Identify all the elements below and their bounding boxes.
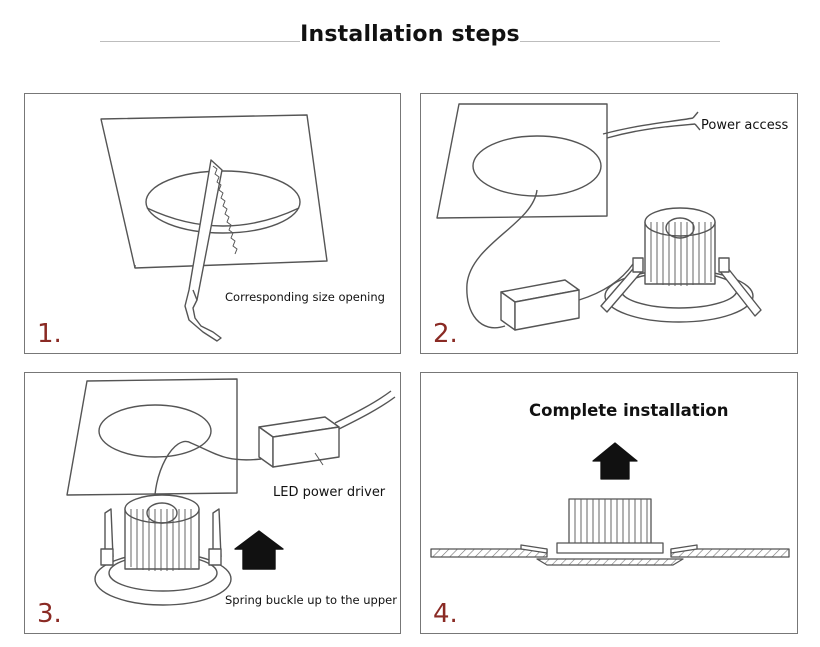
step-4-label: Complete installation: [529, 401, 729, 420]
step-4-number: 4.: [433, 599, 458, 629]
ceiling-board: [436, 103, 608, 219]
downlight-fixture: [600, 207, 762, 323]
title-divider-left: [100, 41, 300, 42]
title-bar: Installation steps: [0, 0, 820, 80]
step-2-panel: Power access 2.: [420, 93, 798, 354]
ceiling-opening: [472, 135, 602, 197]
saw-icon: [184, 159, 238, 342]
power-driver-box: [500, 279, 580, 331]
step-4-panel: Complete installation 4.: [420, 372, 798, 634]
step-3-number: 3.: [37, 599, 62, 629]
step-3-illustration: [66, 378, 396, 606]
step-3-spring-label: Spring buckle up to the upper: [225, 593, 397, 607]
ceiling-board: [66, 378, 238, 496]
arrow-up-icon: [592, 442, 638, 480]
step-2-label: Power access: [701, 118, 789, 133]
step-1-illustration: [100, 114, 328, 342]
step-1-panel: Corresponding size opening 1.: [24, 93, 401, 354]
step-2-illustration: [436, 103, 762, 331]
downlight-fixture: [94, 494, 232, 606]
ceiling-opening: [98, 404, 212, 458]
power-cable: [602, 117, 694, 135]
power-driver-box: [258, 416, 340, 468]
step-3-driver-label: LED power driver: [273, 485, 386, 500]
installed-downlight: [520, 498, 698, 566]
arrow-up-icon: [234, 530, 284, 570]
step-1-number: 1.: [37, 319, 62, 349]
step-3-panel: LED power driver Spring buckle up to the…: [24, 372, 401, 634]
page-title: Installation steps: [300, 22, 520, 47]
title-divider-right: [520, 41, 720, 42]
step-2-number: 2.: [433, 319, 458, 349]
step-1-label: Corresponding size opening: [225, 290, 385, 304]
step-4-illustration: [430, 442, 790, 566]
ceiling-opening: [145, 170, 301, 234]
